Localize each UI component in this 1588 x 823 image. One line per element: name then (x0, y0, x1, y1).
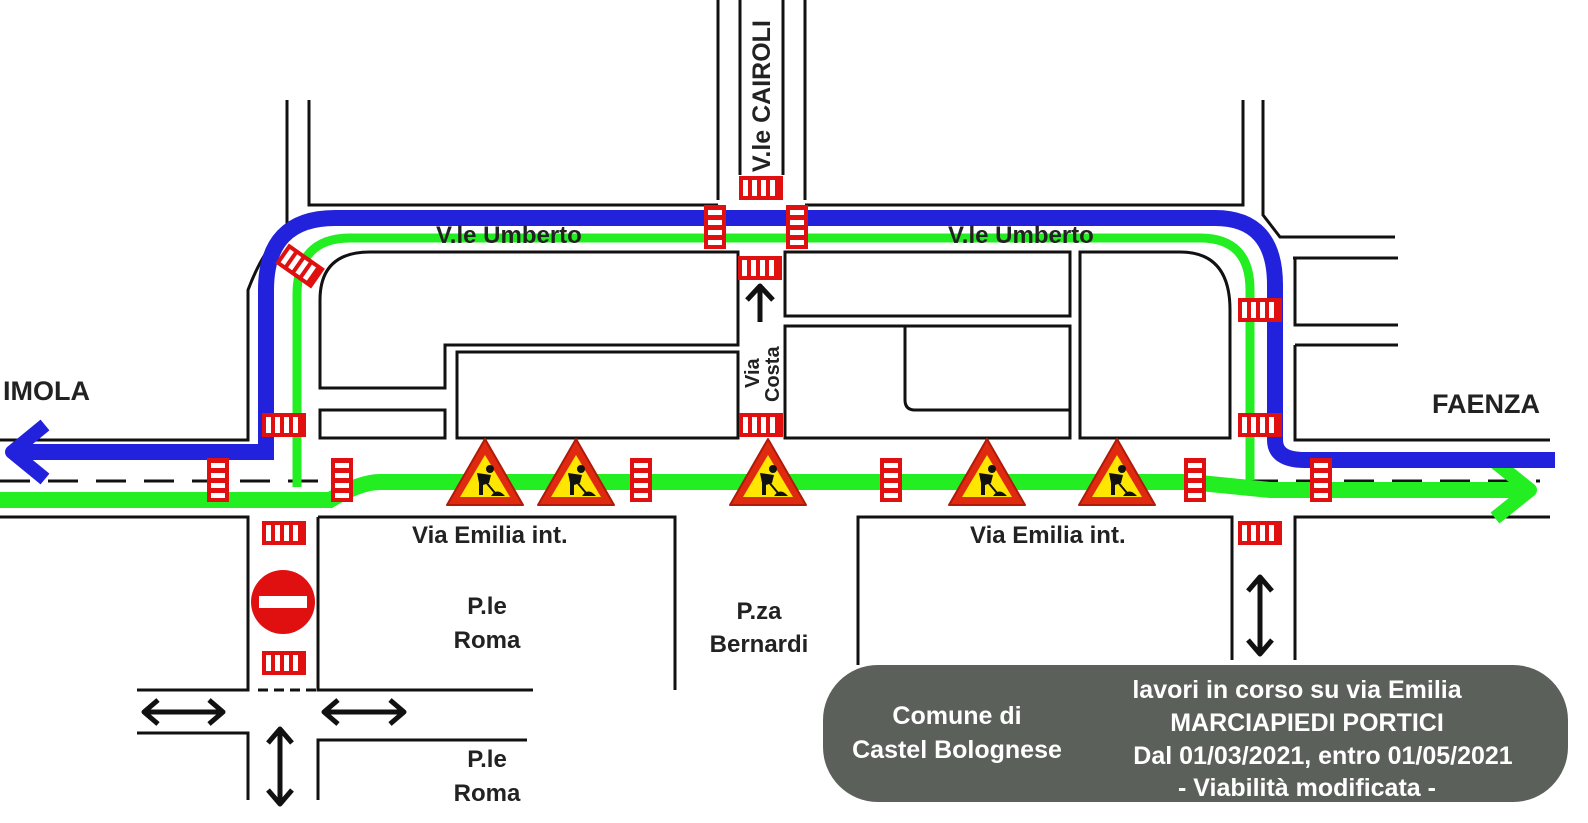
city-label-imola: IMOLA (3, 376, 90, 406)
two-way-vertical-arrow-icon (1246, 574, 1274, 657)
info-line-1: lavori in corso su via Emilia (1132, 676, 1462, 704)
two-way-vertical-arrow-icon (266, 726, 294, 807)
info-line-3: Dal 01/03/2021, entro 01/05/2021 (1133, 742, 1513, 770)
info-box: Comune di Castel Bolognese lavori in cor… (823, 665, 1568, 802)
info-line-4: - Viabilità modificata - (1178, 774, 1436, 802)
roadwork-sign-icon (537, 438, 615, 506)
info-line-2: MARCIAPIEDI PORTICI (1170, 709, 1444, 737)
street-label-costa-1: Via (742, 357, 764, 388)
street-label-umberto: V.le Umberto (948, 222, 1094, 249)
roadwork-sign-icon (1078, 438, 1156, 506)
blue-route (12, 210, 1555, 468)
street-label-emilia: Via Emilia int. (412, 522, 568, 549)
square-label: Roma (454, 627, 521, 654)
street-label-umberto: V.le Umberto (436, 222, 582, 249)
info-municipality-1: Comune di (892, 702, 1021, 730)
arrow-up-icon (745, 283, 775, 322)
street-label-cairoli: V.le CAIROLI (748, 20, 776, 172)
city-label-faenza: FAENZA (1432, 389, 1540, 419)
direction-arrows (141, 283, 1274, 807)
two-way-horizontal-arrow-icon (141, 698, 226, 726)
square-label: P.le (467, 746, 507, 773)
blue-arrow-head-icon (5, 419, 50, 485)
two-way-horizontal-arrow-icon (321, 698, 407, 726)
square-label: P.le (467, 593, 507, 620)
info-municipality-2: Castel Bolognese (852, 736, 1062, 764)
roadwork-sign-icon (948, 438, 1026, 506)
street-label-costa-2: Costa (762, 346, 784, 402)
roadwork-sign-icon (729, 438, 807, 506)
green-arrow-head-icon (1490, 456, 1537, 524)
square-label: P.za (737, 598, 783, 625)
roadwork-sign-icon (446, 438, 524, 506)
street-label-emilia: Via Emilia int. (970, 522, 1126, 549)
square-label: Bernardi (710, 631, 809, 658)
no-entry-sign-icon (251, 570, 315, 634)
square-label: Roma (454, 780, 521, 807)
